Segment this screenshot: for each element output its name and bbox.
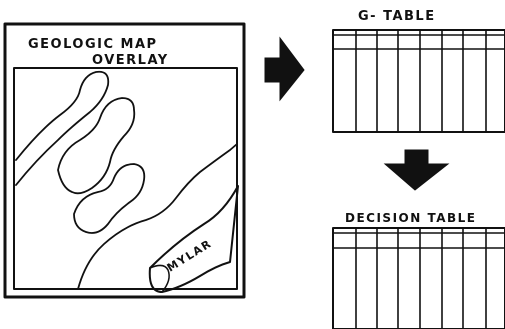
mylar-label: MYLAR — [165, 237, 215, 275]
decision-table-title: DECISION TABLE — [345, 211, 477, 225]
rock-unit-outline-2 — [74, 164, 144, 233]
g-table-frame — [333, 30, 505, 132]
arrow-right-icon — [265, 38, 304, 100]
decision-table: DECISION TABLE — [333, 211, 505, 329]
decision-table-frame — [333, 228, 505, 329]
mylar-curl — [150, 186, 238, 292]
overlay-title-line1: GEOLOGIC MAP — [28, 37, 158, 52]
overlay-map-area — [14, 68, 237, 289]
geologic-map-overlay: GEOLOGIC MAP OVERLAY MYLAR — [5, 24, 244, 297]
g-table: G- TABLE — [333, 9, 505, 132]
arrow-down-icon — [385, 150, 448, 190]
g-table-columns — [356, 30, 486, 132]
decision-table-columns — [356, 228, 486, 329]
rock-unit-outline-1 — [58, 98, 134, 193]
overlay-title-line2: OVERLAY — [92, 53, 169, 68]
g-table-title: G- TABLE — [358, 9, 436, 24]
